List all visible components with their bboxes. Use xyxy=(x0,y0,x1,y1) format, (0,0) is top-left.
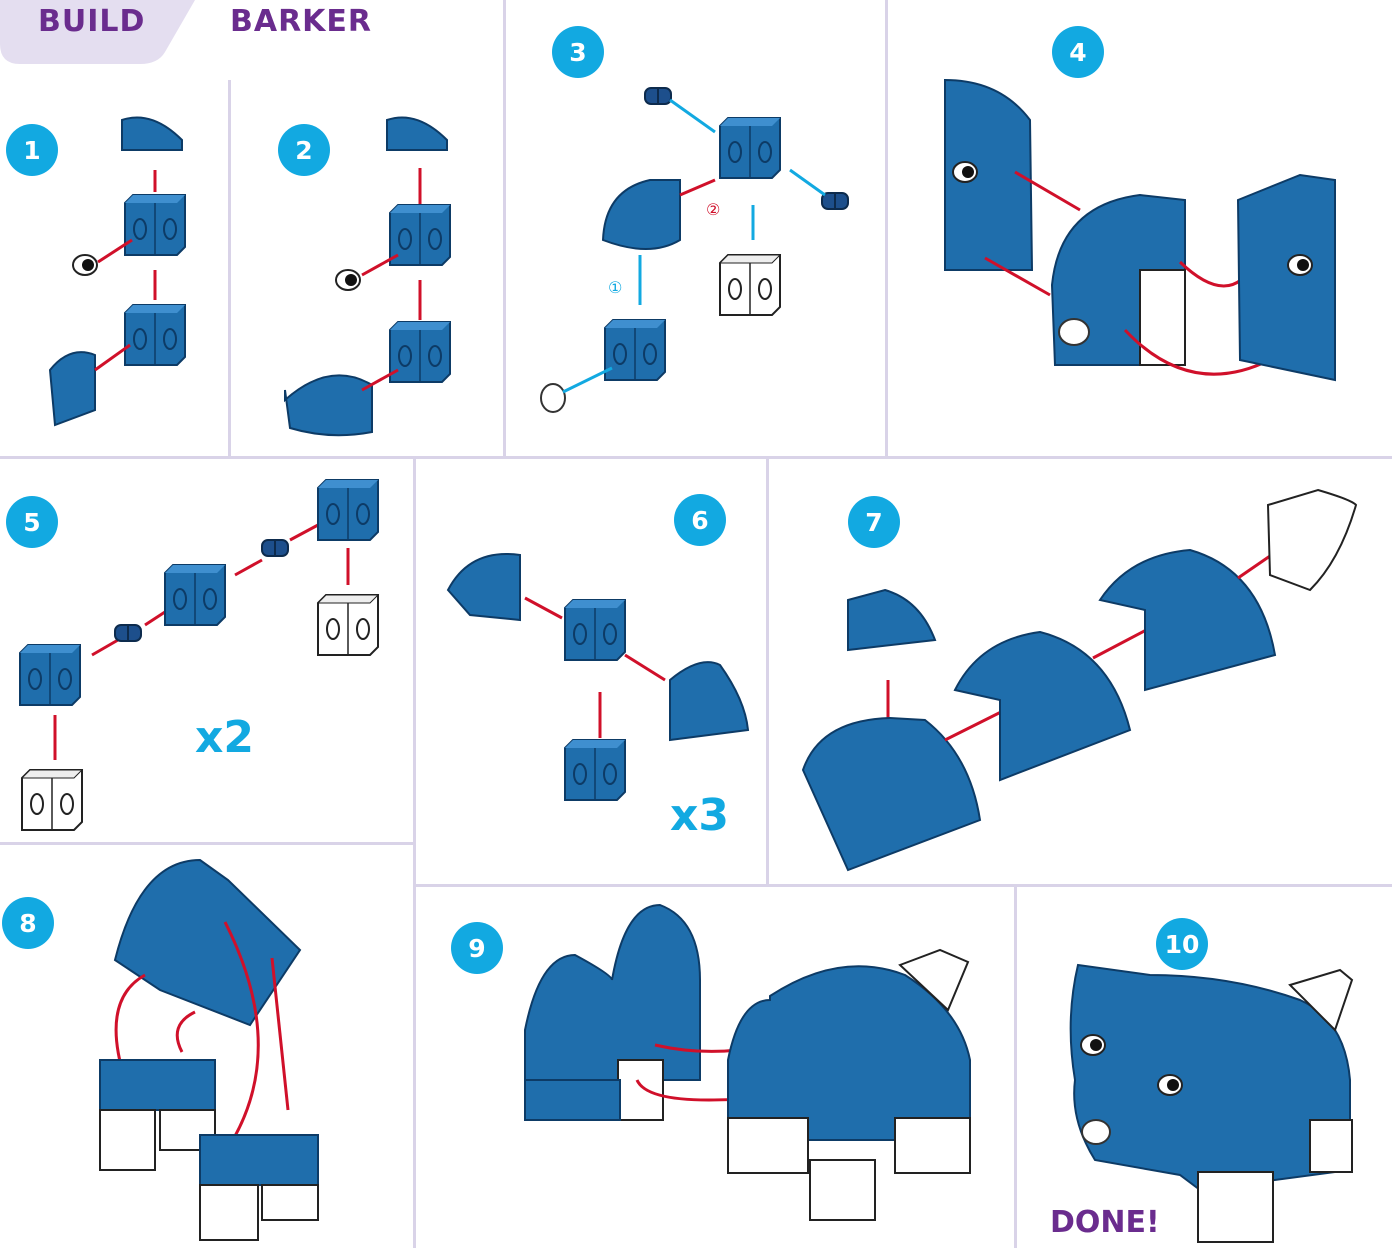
step-number-badge: 6 xyxy=(674,494,726,546)
step6-multiplier: x3 xyxy=(670,790,729,841)
step-number-badge: 9 xyxy=(451,922,503,974)
step-number-badge: 7 xyxy=(848,496,900,548)
done-label: DONE! xyxy=(1050,1205,1160,1240)
step-number-badge: 4 xyxy=(1052,26,1104,78)
step-number-badge: 2 xyxy=(278,124,330,176)
step-number-badge: 8 xyxy=(2,897,54,949)
step-number-badge: 1 xyxy=(6,124,58,176)
step5-multiplier: x2 xyxy=(195,712,254,763)
step-number-badge: 3 xyxy=(552,26,604,78)
step-number-badge: 5 xyxy=(6,496,58,548)
svg-text:②: ② xyxy=(706,200,720,219)
step-number-badge: 10 xyxy=(1156,918,1208,970)
svg-text:①: ① xyxy=(608,278,622,297)
